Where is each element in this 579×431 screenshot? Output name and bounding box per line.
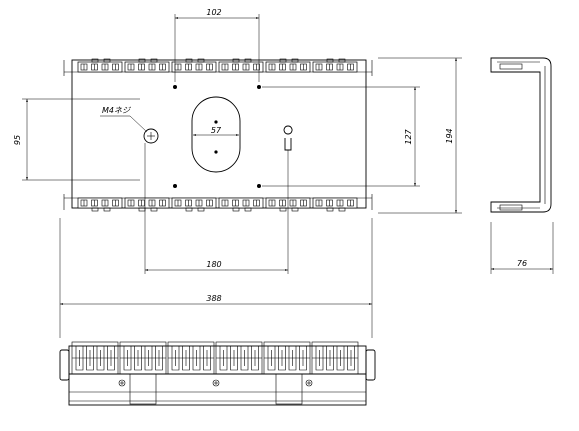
bottom-clip-row: [77, 197, 358, 212]
oval-slot: [191, 96, 241, 173]
front-screws: [118, 379, 313, 387]
dim-76: 76: [517, 259, 527, 268]
keyhole-right: [283, 125, 293, 151]
screw-icon: [118, 379, 126, 387]
mounting-hole: [173, 184, 177, 188]
end-cap-right: [365, 349, 376, 381]
dimension-lines: 102 95 127 194 180 388 76: [13, 8, 554, 338]
clip-module: [218, 58, 264, 73]
top-view: 57 M4ネジ: [63, 58, 373, 212]
dim-102: 102: [206, 8, 221, 17]
dim-388: 388: [206, 294, 221, 303]
clip-module: [312, 197, 358, 212]
keyhole-left: [143, 128, 159, 144]
clip-module: [218, 197, 264, 212]
screw-icon: [305, 379, 313, 387]
top-clip-row: [77, 58, 358, 73]
mounting-hole: [173, 85, 177, 89]
dim-127: 127: [404, 128, 413, 144]
dim-180: 180: [206, 260, 221, 269]
front-clip-module: [167, 341, 215, 375]
clip-module: [124, 58, 170, 73]
mounting-hole: [257, 85, 261, 89]
screw-icon: [212, 379, 220, 387]
clip-module: [171, 58, 217, 73]
side-view: [490, 57, 552, 213]
front-clip-module: [71, 341, 119, 375]
clip-module: [77, 58, 123, 73]
front-clip-module: [311, 341, 359, 375]
front-clip-module: [263, 341, 311, 375]
dim-95: 95: [13, 135, 22, 145]
clip-module: [124, 197, 170, 212]
clip-module: [265, 58, 311, 73]
front-view: [59, 341, 376, 406]
front-clip-module: [119, 341, 167, 375]
front-clip-row: [71, 341, 359, 375]
screw-label: M4ネジ: [102, 106, 131, 115]
dim-194: 194: [445, 128, 454, 143]
mounting-hole: [257, 184, 261, 188]
clip-module: [77, 197, 123, 212]
front-body-outline: [68, 345, 367, 406]
slot-width-label: 57: [211, 126, 222, 135]
clip-module: [312, 58, 358, 73]
end-cap-left: [59, 349, 70, 381]
clip-module: [171, 197, 217, 212]
front-clip-module: [215, 341, 263, 375]
